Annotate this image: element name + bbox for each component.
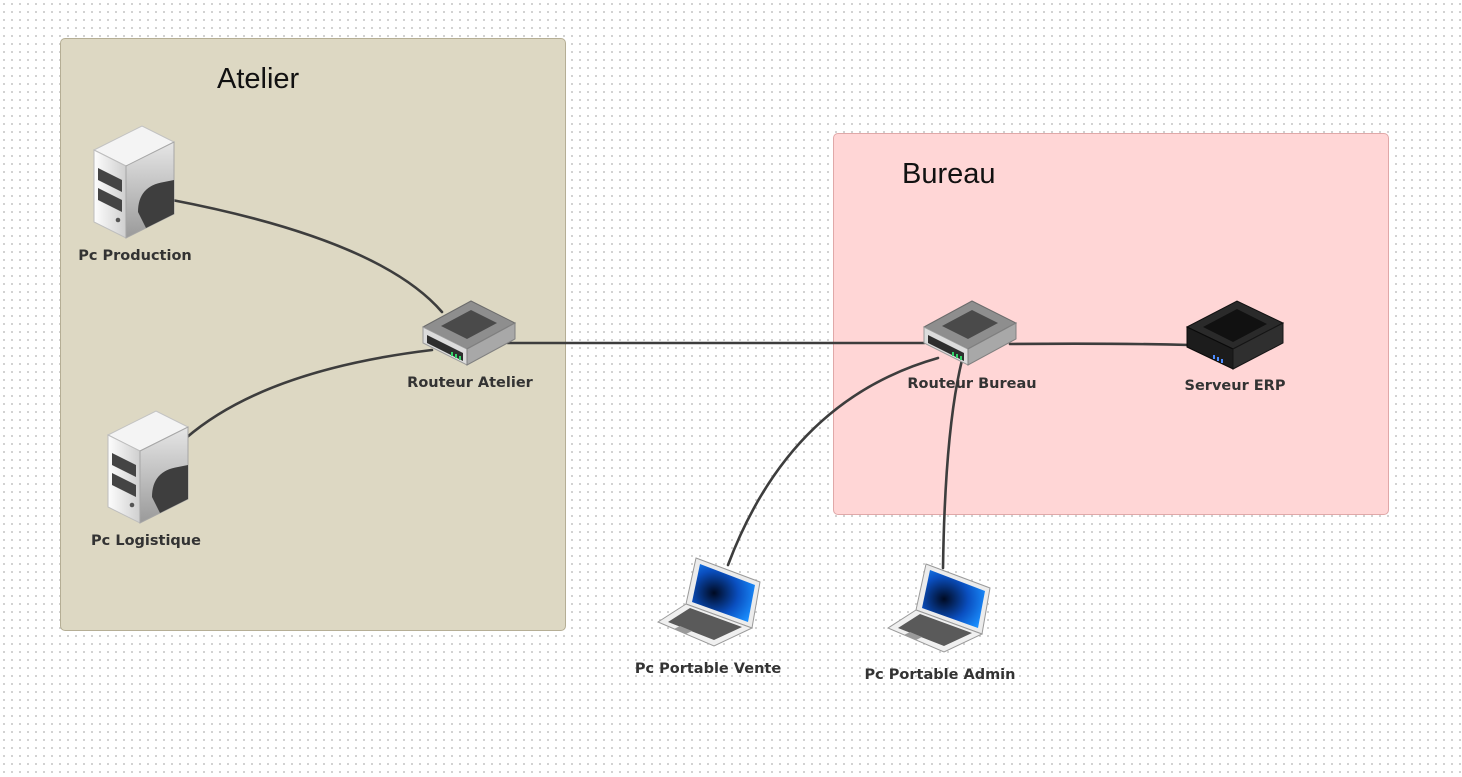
node-routeur-atelier[interactable] [421,297,517,367]
label-pc-portable-vente: Pc Portable Vente [634,661,782,677]
laptop-icon [656,557,761,647]
tower-pc-icon [92,125,176,239]
label-pc-production: Pc Production [78,248,192,264]
node-pc-production[interactable] [90,120,180,242]
zone-title-atelier: Atelier [217,63,300,95]
label-pc-portable-admin: Pc Portable Admin [864,667,1016,683]
laptop-icon [886,563,991,653]
label-pc-logistique: Pc Logistique [91,533,201,549]
link-bureau-erp[interactable] [1008,342,1192,347]
node-pc-portable-admin[interactable] [886,558,994,654]
label-serveur-erp: Serveur ERP [1184,378,1286,394]
server-icon [1185,300,1285,370]
node-pc-logistique[interactable] [104,405,194,527]
tower-pc-icon [106,410,190,524]
label-routeur-atelier: Routeur Atelier [407,375,533,391]
node-pc-portable-vente[interactable] [656,552,764,648]
router-icon [421,300,517,366]
label-routeur-bureau: Routeur Bureau [907,376,1037,392]
router-icon [922,300,1018,366]
node-routeur-bureau[interactable] [922,297,1018,367]
link-logistique-atelier[interactable] [184,348,434,440]
link-production-atelier[interactable] [170,198,444,314]
node-serveur-erp[interactable] [1185,297,1285,371]
link-bureau-vente[interactable] [726,356,940,567]
zone-bureau[interactable] [833,133,1389,515]
zone-title-bureau: Bureau [902,158,996,190]
link-bureau-admin[interactable] [941,358,964,570]
